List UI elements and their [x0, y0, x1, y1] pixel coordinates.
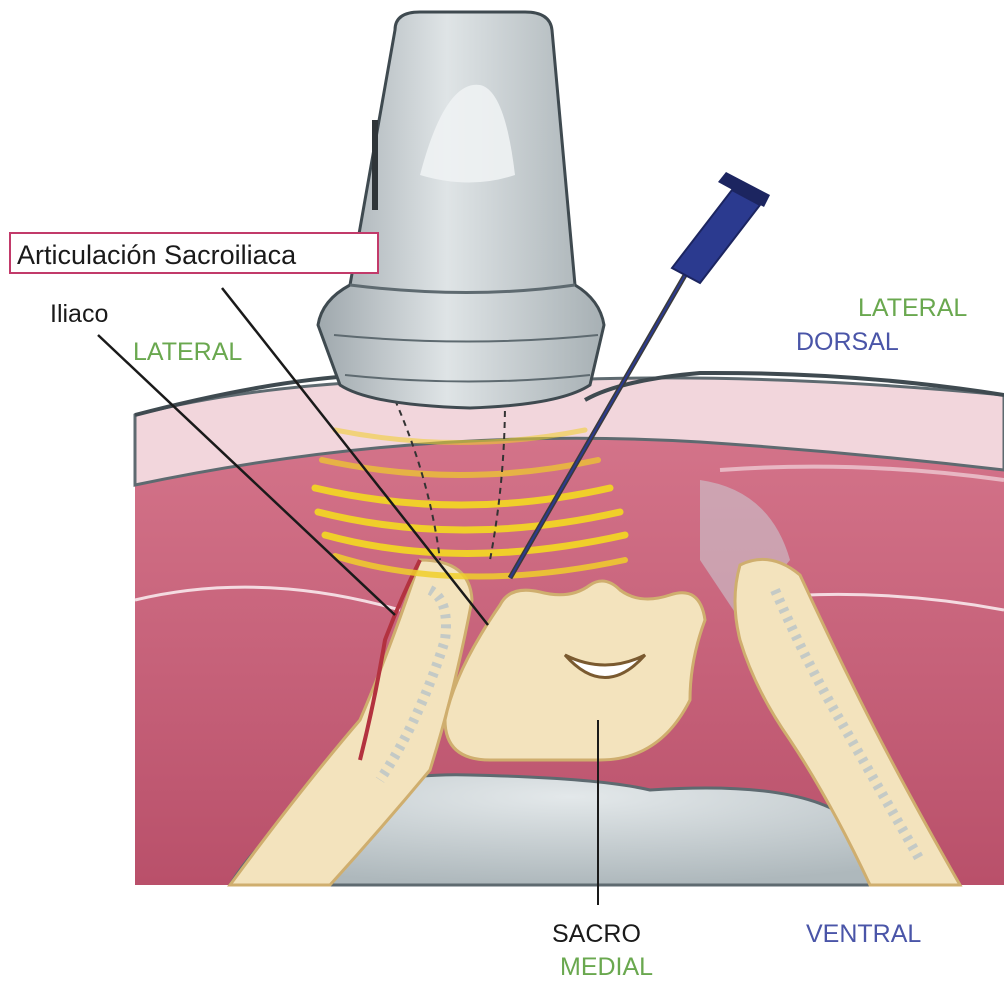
- ilium-label: Iliaco: [50, 302, 108, 327]
- medial-label: MEDIAL: [560, 955, 653, 980]
- joint-label: Articulación Sacroiliaca: [17, 240, 296, 271]
- lateral-right-label: LATERAL: [858, 296, 967, 321]
- ventral-label: VENTRAL: [806, 922, 921, 947]
- dorsal-label: DORSAL: [796, 330, 899, 355]
- lateral-left-label: LATERAL: [133, 340, 242, 365]
- ultrasound-probe: [318, 12, 604, 408]
- sacrum-label: SACRO: [552, 922, 641, 947]
